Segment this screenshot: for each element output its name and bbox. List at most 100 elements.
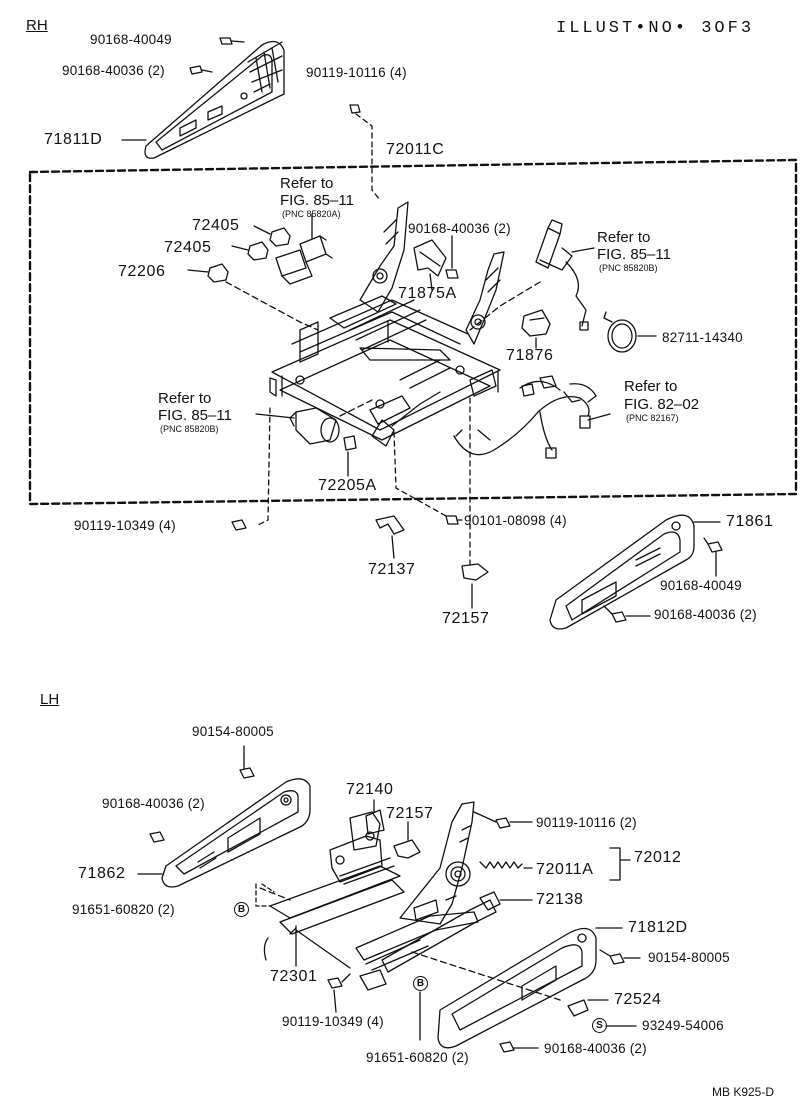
refer-c-text: Refer to	[624, 378, 678, 395]
dashed-bolt-08098	[393, 431, 447, 517]
label-72011a: 72011A	[536, 861, 594, 878]
label-90154-80005-top: 90154-80005	[192, 724, 274, 739]
motor-85820b-lower	[289, 407, 340, 445]
refer-b-text: Refer to	[597, 229, 651, 246]
label-72206: 72206	[118, 263, 166, 280]
bolt-90119-10116-lh	[473, 811, 533, 829]
label-71862: 71862	[78, 865, 126, 882]
clip-82711-14340	[603, 311, 637, 353]
leader-refer-d	[255, 413, 295, 419]
label-90168-40036-top: 90168-40036 (2)	[62, 63, 165, 78]
bolt-90101-08098	[445, 515, 459, 525]
bolt-90168-40036-low	[603, 605, 651, 623]
spring-72011a	[479, 861, 523, 869]
label-82711-14340: 82711-14340	[662, 330, 743, 345]
label-72205a: 72205A	[318, 477, 377, 494]
label-90168-40036-lh-a: 90168-40036 (2)	[102, 796, 205, 811]
refer-d-pnc: (PNC 85820B)	[160, 424, 219, 434]
label-71861: 71861	[726, 513, 774, 530]
illustration-number: ILLUST•NO• 3OF3	[556, 19, 755, 38]
part-72206	[207, 263, 229, 283]
wire-harness-82167	[453, 375, 611, 459]
label-90168-40036-low: 90168-40036 (2)	[654, 607, 757, 622]
leader-72137	[391, 535, 395, 559]
refer-a-text: Refer to	[280, 175, 334, 192]
label-71876: 71876	[506, 347, 554, 364]
refer-b-fig: FIG. 85–11	[597, 246, 671, 263]
label-90168-40049-top: 90168-40049	[90, 32, 172, 47]
label-90119-10349: 90119-10349 (4)	[74, 518, 176, 533]
section-rh-label: RH	[26, 17, 48, 34]
bracket-71876	[521, 309, 551, 337]
label-90168-40049-low: 90168-40049	[660, 578, 742, 593]
wire-72301	[263, 927, 351, 969]
dashed-motor-lower	[339, 399, 373, 417]
part-72405-b	[247, 241, 269, 261]
refer-c-fig: FIG. 82–02	[624, 396, 700, 413]
label-72301: 72301	[270, 968, 318, 985]
label-72157-lh: 72157	[386, 805, 434, 822]
part-72405-a	[269, 227, 291, 247]
label-72524: 72524	[614, 991, 662, 1008]
bolt-90119-10349-lh	[327, 973, 351, 989]
refer-d-text: Refer to	[158, 390, 212, 407]
clip-72157-rh	[461, 563, 489, 581]
label-71812d: 71812D	[628, 919, 688, 936]
bolt-90168-40036-top	[189, 65, 213, 75]
label-90154-80005-low: 90154-80005	[648, 950, 730, 965]
refer-d-fig: FIG. 85–11	[158, 407, 232, 424]
mark-b-circle: B	[234, 902, 249, 917]
seat-cover-71861	[549, 514, 695, 630]
label-71875a: 71875A	[398, 285, 457, 302]
label-90101-08098: 90101-08098 (4)	[464, 513, 567, 528]
clip-72138	[479, 891, 501, 911]
footer-code: MB K925-D	[712, 1085, 775, 1099]
refer-a-fig: FIG. 85–11	[280, 192, 354, 209]
label-91651-60820-a: 91651-60820 (2)	[72, 902, 175, 917]
label-90119-10349-lh: 90119-10349 (4)	[282, 1014, 384, 1029]
label-91651-60820-b: 91651-60820 (2)	[366, 1050, 469, 1065]
bolt-90119-10116	[349, 104, 381, 201]
leader-72405-b	[231, 245, 249, 251]
mark-b-circle-lower: B	[413, 976, 428, 991]
dashed-lh-b	[255, 883, 275, 907]
bolt-90119-10349	[231, 519, 247, 531]
label-90168-40036-lh-b: 90168-40036 (2)	[544, 1041, 647, 1056]
bracket-72012	[609, 847, 631, 881]
seat-cover-71812d	[437, 927, 597, 1049]
bolt-90168-40036-lh-a	[149, 831, 165, 843]
bolt-90154-80005-top	[239, 745, 255, 779]
bolt-90168-40049-low	[703, 537, 723, 577]
leader-refer-b	[571, 247, 595, 253]
label-72140: 72140	[346, 781, 394, 798]
clip-72137	[375, 515, 405, 535]
clip-72524	[567, 999, 589, 1017]
section-lh-label: LH	[40, 691, 60, 708]
label-90119-10116: 90119-10116 (4)	[306, 65, 407, 80]
label-71811d: 71811D	[44, 131, 103, 148]
label-90119-10116-lh: 90119-10116 (2)	[536, 815, 637, 830]
motor-85820a	[275, 213, 333, 285]
label-72011c: 72011C	[386, 141, 445, 158]
seat-track-frame-72011c	[269, 201, 505, 447]
label-93249-54006: 93249-54006	[642, 1018, 724, 1033]
assembly-boundary-72011c	[28, 158, 798, 506]
seat-track-frame-72012	[269, 801, 497, 991]
dashed-bolt-10349	[255, 407, 271, 527]
leader-72206	[187, 269, 209, 273]
motor-85820b-upper	[535, 219, 589, 331]
bolt-90168-40049-top	[219, 37, 245, 45]
bolt-90154-80005-low	[599, 949, 641, 965]
seat-cover-71862	[161, 778, 311, 888]
dashed-72206	[225, 281, 319, 331]
leader-71875a	[429, 273, 433, 291]
label-72157: 72157	[442, 610, 490, 627]
part-72205a	[343, 435, 357, 451]
dashed-motor-right	[469, 281, 541, 331]
mark-s-circle: S	[592, 1018, 607, 1033]
refer-a-pnc: (PNC 85820A)	[282, 209, 341, 219]
bracket-71875a	[413, 239, 447, 277]
label-72405-a: 72405	[192, 217, 240, 234]
dashed-lh-a	[259, 887, 561, 1001]
